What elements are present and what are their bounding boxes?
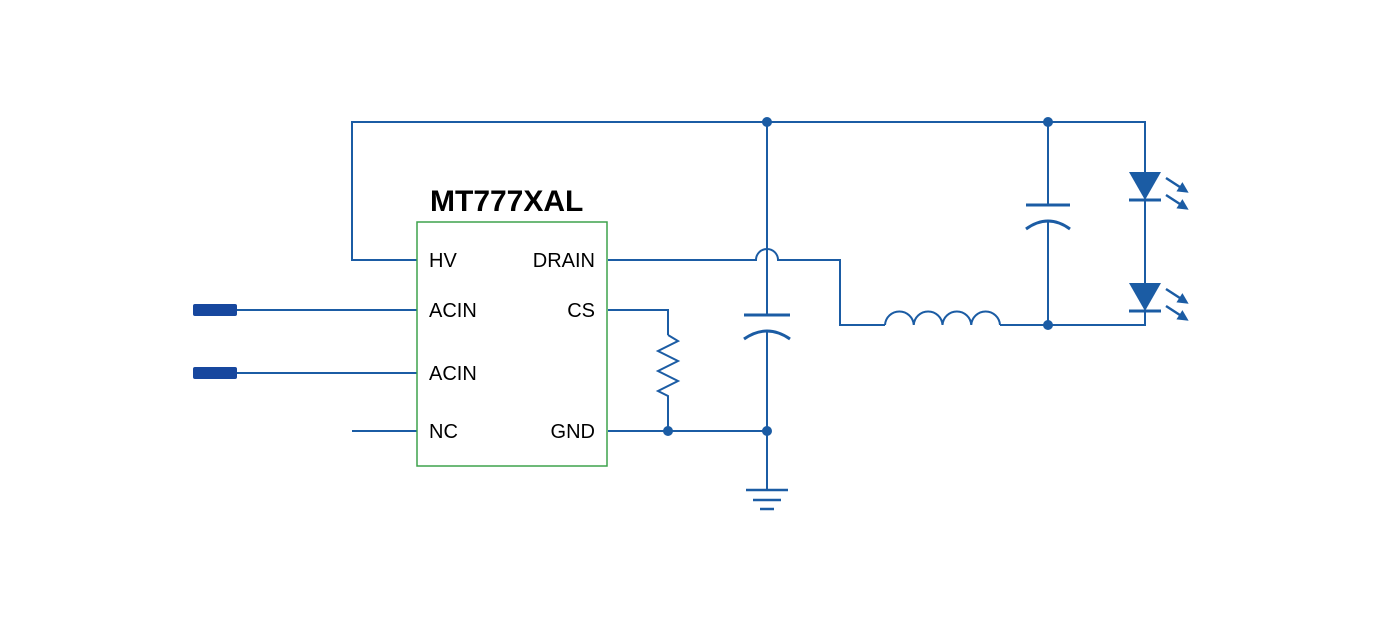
led-2 [1129,283,1189,321]
cs-pin-wire [608,309,669,335]
arrow-shaft [1165,304,1181,317]
ac-input-terminal-lower [193,367,237,379]
ic-body [416,221,608,467]
arrow-shaft [1165,287,1181,300]
led-1 [1129,172,1189,210]
led-light-arrow [1165,193,1189,210]
hv-top-rail-wire [351,121,1146,261]
inductor [884,310,1001,326]
output-cap-plate-curved [1025,219,1071,231]
led-triangle [1129,172,1161,200]
input-cap-plate-curved [743,329,791,341]
resistor [655,334,681,400]
led-light-arrows [1165,176,1189,210]
junction-dot [762,426,772,436]
led-light-arrow [1165,176,1189,193]
arrow-head [1176,310,1189,321]
arrow-shaft [1165,193,1181,206]
arrow-head [1176,293,1189,304]
junction-dot [762,117,772,127]
ac-input-terminal-upper [193,304,237,316]
ic-title: MT777XAL [430,185,583,218]
pin-label-nc: NC [429,421,458,443]
drain-wire [608,248,885,326]
pin-label-hv: HV [429,250,457,272]
pin-label-acin-lower: ACIN [429,363,477,385]
pin-label-gnd: GND [551,421,595,443]
arrow-head [1176,182,1189,193]
arrow-head [1176,199,1189,210]
arrow-shaft [1165,176,1181,189]
ground-symbol [746,488,788,511]
pin-label-cs: CS [567,300,595,322]
led-light-arrow [1165,304,1189,321]
led-triangle [1129,283,1161,311]
junction-dot [663,426,673,436]
led-string-bottom-wire [1000,311,1146,326]
led-light-arrows [1165,287,1189,321]
pin-label-acin-upper: ACIN [429,300,477,322]
junction-dot [1043,117,1053,127]
junction-dot [1043,320,1053,330]
led-light-arrow [1165,287,1189,304]
pin-label-drain: DRAIN [533,250,595,272]
